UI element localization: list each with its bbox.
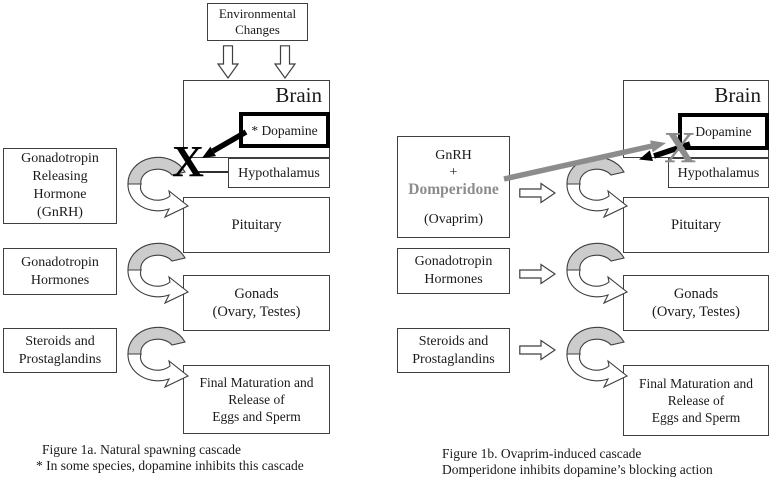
cascade-ribbon-icon [127,326,190,389]
fig1b-caption: Figure 1b. Ovaprim-induced cascade Dompe… [442,446,713,478]
right-arrow-icon [519,182,556,204]
down-arrow-icon [274,45,296,79]
ovaprim-label-group: GnRH + Domperidone (Ovaprim) [408,147,498,228]
steroids-label-right: Steroids and Prostaglandins [412,333,495,367]
hypothalamus-label-right: Hypothalamus [677,165,760,181]
domperidone-action-line-icon [503,140,666,182]
gonadotropin-hormones-box-right: Gonadotropin Hormones [397,248,510,294]
cascade-ribbon-icon [127,242,190,305]
final-maturation-label-right: Final Maturation and Release of Eggs and… [639,376,753,425]
ovaprim-plus-line: + [449,164,458,180]
gonadotropin-hormones-label-right: Gonadotropin Hormones [414,254,493,287]
final-maturation-box: Final Maturation and Release of Eggs and… [183,365,330,434]
cascade-ribbon-icon [566,326,629,389]
dopamine-label: * Dopamine [251,122,318,138]
dopamine-label-right: Dopamine [695,124,752,139]
cascade-ribbon-icon [127,156,190,219]
hypothalamus-connector-line [195,171,228,173]
environmental-changes-box: Environmental Changes [207,3,308,41]
pituitary-box: Pituitary [183,197,330,253]
final-maturation-label: Final Maturation and Release of Eggs and… [199,375,314,424]
gonads-box-right: Gonads (Ovary, Testes) [623,275,769,331]
gnrh-box: Gonadotropin Releasing Hormone (GnRH) [3,148,117,224]
brain-label-right: Brain [714,83,761,107]
steroids-box: Steroids and Prostaglandins [3,328,117,373]
gnrh-label: Gonadotropin Releasing Hormone (GnRH) [21,151,99,220]
cascade-ribbon-icon [566,242,629,305]
fig1a-caption-line1: Figure 1a. Natural spawning cascade [42,442,242,457]
brain-label: Brain [275,83,322,107]
steroids-label: Steroids and Prostaglandins [18,333,102,367]
ovaprim-gnrh-line: GnRH [435,147,472,163]
dopamine-box: * Dopamine [239,112,330,148]
fig1b-caption-line1: Figure 1b. Ovaprim-induced cascade [442,446,642,461]
gonads-box: Gonads (Ovary, Testes) [183,275,330,331]
ovaprim-box: GnRH + Domperidone (Ovaprim) [397,136,510,238]
block-x-mark: X [172,137,204,186]
pituitary-label-right: Pituitary [671,216,721,233]
fig1a-caption: Figure 1a. Natural spawning cascade * In… [36,442,304,474]
gonadotropin-hormones-label: Gonadotropin Hormones [21,254,99,288]
gonads-label: Gonads (Ovary, Testes) [212,286,301,320]
block-x-mark-gray: X [664,123,696,172]
fig1b-caption-line2: Domperidone inhibits dopamine’s blocking… [442,462,713,477]
gonadotropin-hormones-box: Gonadotropin Hormones [3,248,117,295]
dopamine-box-right: Dopamine [678,113,769,150]
hypothalamus-box-right: Hypothalamus [668,158,769,188]
environmental-changes-label: Environmental Changes [218,6,297,37]
hypothalamus-label: Hypothalamus [238,165,320,181]
hypothalamus-box: Hypothalamus [228,158,330,188]
right-arrow-icon [519,263,556,285]
down-arrow-icon [217,45,239,79]
steroids-box-right: Steroids and Prostaglandins [397,328,510,373]
dopamine-inhibit-arrow-icon-right [639,141,691,161]
ovaprim-domperidone-line: Domperidone [408,180,499,198]
fig1a-caption-line2: * In some species, dopamine inhibits thi… [36,458,304,473]
final-maturation-box-right: Final Maturation and Release of Eggs and… [623,365,769,436]
dopamine-inhibit-arrow-icon [202,129,248,158]
right-arrow-icon [519,339,556,361]
ovaprim-name-line: (Ovaprim) [423,211,484,227]
pituitary-label: Pituitary [231,216,282,233]
gonads-label-right: Gonads (Ovary, Testes) [652,286,740,320]
pituitary-box-right: Pituitary [623,197,769,253]
